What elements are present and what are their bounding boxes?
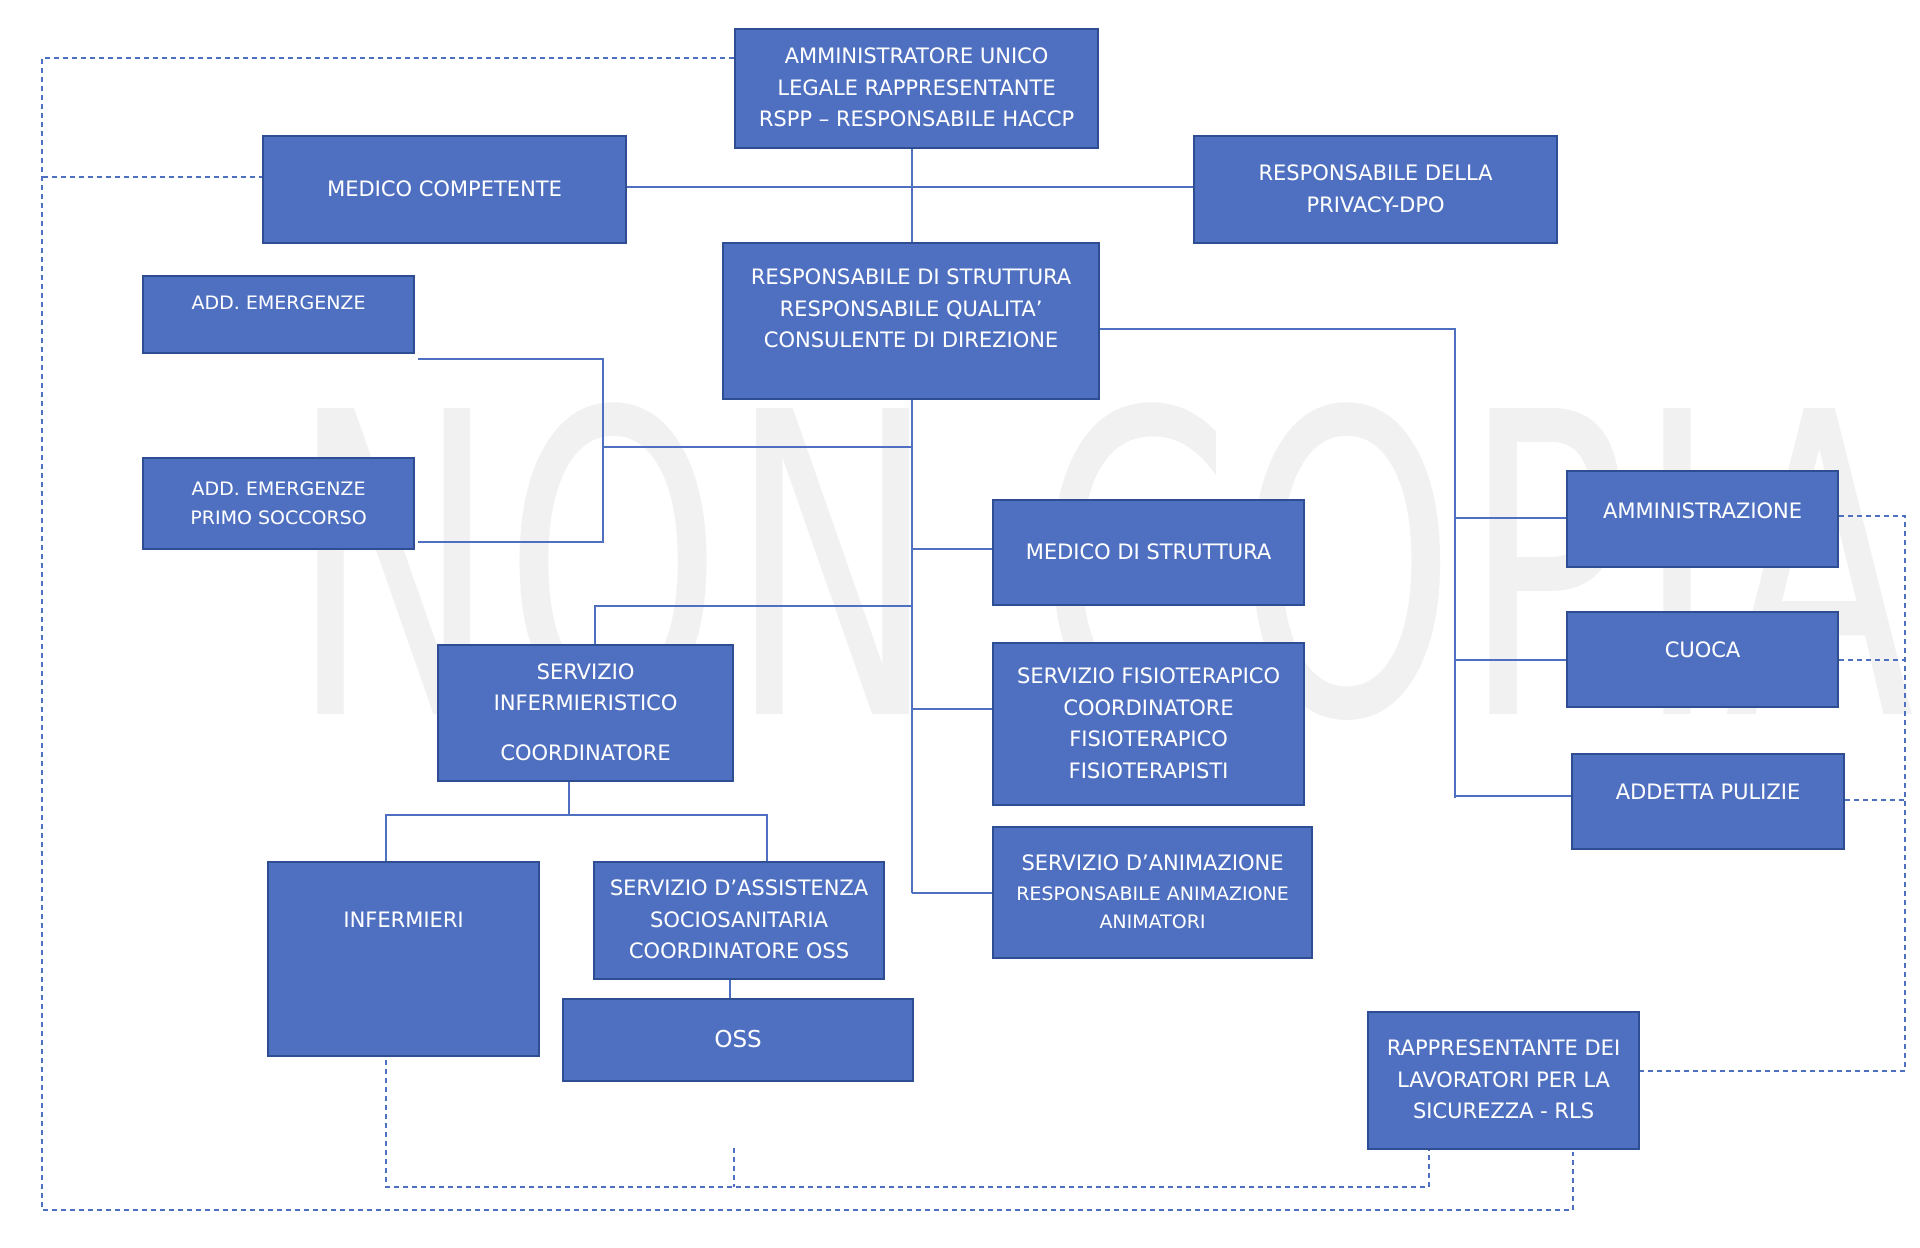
node-line: COORDINATORE OSS [628, 939, 850, 964]
node-line: COORDINATORE [1063, 695, 1234, 720]
node-line: RESPONSABILE QUALITA’ [779, 296, 1043, 321]
node-amministrazione: AMMINISTRAZIONE [1566, 470, 1839, 568]
node-servizio-assistenza: SERVIZIO D’ASSISTENZA SOCIOSANITARIA COO… [593, 861, 885, 980]
node-line: ANIMATORI [1099, 911, 1206, 934]
node-line: LEGALE RAPPRESENTANTE [777, 75, 1056, 100]
node-servizio-animazione: SERVIZIO D’ANIMAZIONE RESPONSABILE ANIMA… [992, 826, 1313, 959]
node-line: SERVIZIO FISIOTERAPICO [1017, 664, 1280, 688]
connector-right-branch [1100, 328, 1456, 798]
node-line: SERVIZIO [536, 659, 635, 684]
node-amministratore-unico: AMMINISTRATORE UNICO LEGALE RAPPRESENTAN… [734, 28, 1099, 149]
node-line: FISIOTERAPICO [1069, 727, 1228, 751]
node-line: ADD. EMERGENZE [191, 478, 366, 500]
node-line: RSPP – RESPONSABILE HACCP [758, 107, 1075, 132]
node-servizio-fisioterapico: SERVIZIO FISIOTERAPICO COORDINATORE FISI… [992, 642, 1305, 806]
node-line: MEDICO COMPETENTE [327, 176, 562, 201]
node-line: RESPONSABILE ANIMAZIONE [1016, 882, 1289, 905]
node-line: RAPPRESENTANTE DEI [1386, 1036, 1621, 1061]
node-line: OSS [714, 1026, 762, 1053]
node-responsabile-struttura: RESPONSABILE DI STRUTTURA RESPONSABILE Q… [722, 242, 1100, 400]
node-line: CUOCA [1664, 638, 1741, 662]
connector-infermieri-assistenza [385, 814, 768, 861]
node-line: INFERMIERISTICO [493, 691, 678, 716]
node-servizio-infermieristico: SERVIZIO INFERMIERISTICO COORDINATORE [437, 644, 734, 782]
node-line: CONSULENTE DI DIREZIONE [763, 328, 1059, 352]
node-oss: OSS [562, 998, 914, 1082]
node-privacy-dpo: RESPONSABILE DELLA PRIVACY-DPO [1193, 135, 1558, 244]
node-line: ADDETTA PULIZIE [1615, 780, 1801, 804]
node-line: SERVIZIO D’ASSISTENZA [609, 876, 869, 901]
node-line: MEDICO DI STRUTTURA [1025, 539, 1272, 564]
node-line: AMMINISTRATORE UNICO [784, 44, 1049, 69]
node-line: FISIOTERAPISTI [1068, 758, 1229, 783]
dashed-right-to-rls [1640, 515, 1906, 1072]
node-infermieri: INFERMIERI [267, 861, 540, 1057]
node-line: SOCIOSANITARIA [650, 907, 828, 932]
node-addetta-pulizie: ADDETTA PULIZIE [1571, 753, 1845, 850]
node-line: LAVORATORI PER LA [1397, 1067, 1610, 1092]
node-add-primo-soccorso: ADD. EMERGENZE PRIMO SOCCORSO [142, 457, 415, 550]
node-line: INFERMIERI [343, 908, 464, 932]
connector-to-infermieristico [594, 605, 912, 644]
node-line: RESPONSABILE DELLA [1258, 161, 1493, 185]
node-cuoca: CUOCA [1566, 611, 1839, 708]
dashed-connectors [41, 57, 1906, 1211]
node-medico-competente: MEDICO COMPETENTE [262, 135, 627, 244]
node-line: SERVIZIO D’ANIMAZIONE [1021, 851, 1284, 876]
connector-emergenze-bracket [418, 358, 604, 543]
dashed-admin-to-rls [41, 57, 1574, 1211]
node-line: PRIMO SOCCORSO [190, 506, 367, 529]
node-rls: RAPPRESENTANTE DEI LAVORATORI PER LA SIC… [1367, 1011, 1640, 1150]
node-medico-di-struttura: MEDICO DI STRUTTURA [992, 499, 1305, 606]
node-line: PRIVACY-DPO [1306, 192, 1445, 217]
node-add-emergenze: ADD. EMERGENZE [142, 275, 415, 354]
dashed-infermieri-to-rls [385, 1060, 1430, 1188]
node-line: ADD. EMERGENZE [191, 292, 366, 314]
node-line: SICUREZZA - RLS [1412, 1099, 1595, 1124]
node-line: COORDINATORE [500, 740, 671, 765]
solid-connectors [385, 149, 1571, 998]
node-line: AMMINISTRAZIONE [1602, 499, 1803, 523]
node-line: RESPONSABILE DI STRUTTURA [750, 265, 1072, 289]
